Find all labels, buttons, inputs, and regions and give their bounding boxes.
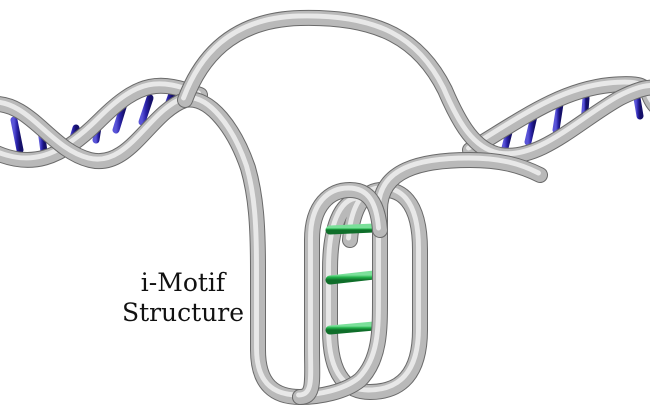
imotif-caption: i-Motif Structure [118, 268, 248, 328]
backbone-top-arch [177, 9, 650, 164]
backbone-left-back [0, 77, 208, 168]
helix-base-pair [10, 116, 24, 154]
imotif-base-pairs [269, 223, 423, 361]
helix-base-pair [138, 94, 154, 126]
imotif-base-pair-short [325, 223, 379, 235]
backbone-left-front [0, 91, 308, 405]
caption-line-1: i-Motif [140, 268, 226, 297]
backbone-back-strands [0, 76, 650, 400]
imotif-front-loop [292, 182, 388, 405]
caption-line-2: Structure [121, 298, 245, 327]
imotif-base-pair-short [325, 270, 379, 285]
helix-base-pair [552, 100, 564, 134]
backbone-front-strands [0, 9, 650, 405]
imotif-base-pair-short [325, 321, 379, 335]
